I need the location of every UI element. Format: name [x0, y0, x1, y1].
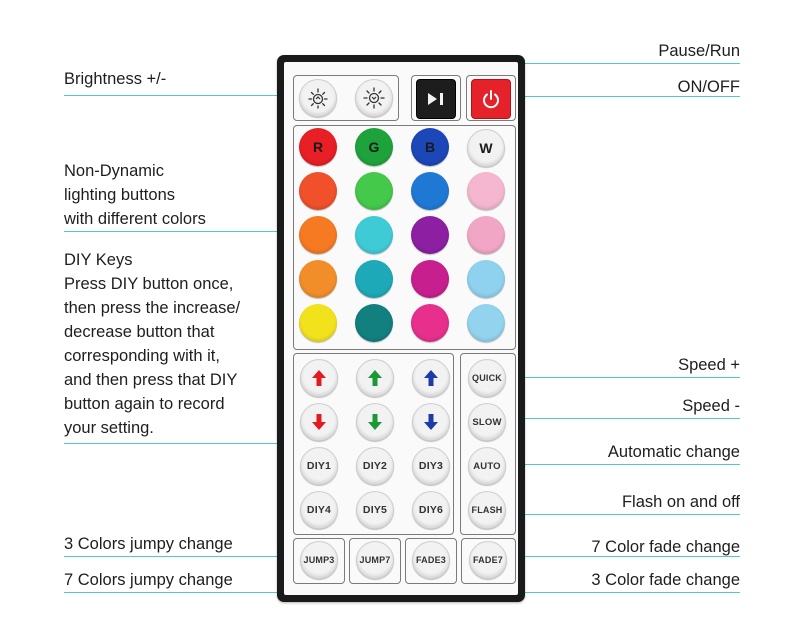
- label-7-colors-jumpy: 7 Colors jumpy change: [64, 571, 233, 589]
- label-brightness: Brightness +/-: [64, 70, 167, 88]
- sun-down-icon: [363, 87, 385, 109]
- jump3-button[interactable]: JUMP3: [300, 541, 338, 579]
- label-3-colors-jumpy: 3 Colors jumpy change: [64, 535, 233, 553]
- speed-mode-group: [460, 353, 516, 535]
- fade3-button[interactable]: FADE3: [412, 541, 450, 579]
- diy2-button[interactable]: DIY2: [356, 447, 394, 485]
- leader-flash: [505, 514, 740, 515]
- label-non-dynamic: Non-Dynamic lighting buttons with differ…: [64, 162, 206, 228]
- brightness-up-button[interactable]: [299, 79, 337, 117]
- leader-on-off: [505, 96, 740, 97]
- red-button[interactable]: R: [299, 128, 337, 166]
- label-3-color-fade: 3 Color fade change: [591, 571, 740, 589]
- green-up-button[interactable]: [356, 359, 394, 397]
- label-flash: Flash on and off: [621, 493, 740, 511]
- arrow-up-icon: [312, 370, 326, 386]
- color-button-2-3[interactable]: [411, 172, 449, 210]
- diy5-button[interactable]: DIY5: [356, 491, 394, 529]
- pause-group: [411, 75, 461, 121]
- fade7-button[interactable]: FADE7: [469, 541, 507, 579]
- color-button-5-1[interactable]: [299, 304, 337, 342]
- color-button-2-2[interactable]: [355, 172, 393, 210]
- label-speed-plus: Speed +: [678, 356, 740, 374]
- fade3-group: [405, 538, 457, 584]
- diy1-button[interactable]: DIY1: [300, 447, 338, 485]
- label-pause-run: Pause/Run: [658, 42, 740, 60]
- color-button-4-2[interactable]: [355, 260, 393, 298]
- red-up-button[interactable]: [300, 359, 338, 397]
- quick-button[interactable]: QUICK: [468, 359, 506, 397]
- leader-non-dynamic: [64, 231, 296, 232]
- fade7-group: [461, 538, 516, 584]
- color-buttons-group: [293, 125, 516, 350]
- diy-group: [293, 353, 454, 535]
- leader-speed-minus: [505, 418, 740, 419]
- color-button-4-3[interactable]: [411, 260, 449, 298]
- leader-brightness: [64, 95, 296, 96]
- sun-up-icon: [308, 88, 328, 109]
- remote-face: R G B W: [284, 62, 518, 595]
- leader-automatic-change: [505, 464, 740, 465]
- jump3-group: [293, 538, 345, 584]
- power-button[interactable]: [471, 79, 511, 119]
- blue-down-button[interactable]: [412, 403, 450, 441]
- label-on-off: ON/OFF: [677, 78, 740, 96]
- color-button-3-2[interactable]: [355, 216, 393, 254]
- green-down-button[interactable]: [356, 403, 394, 441]
- label-automatic-change: Automatic change: [607, 443, 740, 461]
- auto-button[interactable]: AUTO: [468, 447, 506, 485]
- blue-button[interactable]: B: [411, 128, 449, 166]
- play-pause-icon: [428, 93, 443, 105]
- leader-diy-keys: [64, 443, 296, 444]
- red-down-button[interactable]: [300, 403, 338, 441]
- diy6-button[interactable]: DIY6: [412, 491, 450, 529]
- color-button-5-2[interactable]: [355, 304, 393, 342]
- diy3-button[interactable]: DIY3: [412, 447, 450, 485]
- color-button-5-4[interactable]: [467, 304, 505, 342]
- color-button-4-4[interactable]: [467, 260, 505, 298]
- arrow-down-icon: [424, 414, 438, 430]
- arrow-up-icon: [424, 370, 438, 386]
- label-speed-minus: Speed -: [682, 397, 740, 415]
- flash-button[interactable]: FLASH: [468, 491, 506, 529]
- brightness-group: [293, 75, 399, 121]
- color-button-4-1[interactable]: [299, 260, 337, 298]
- jump7-group: [349, 538, 401, 584]
- arrow-down-icon: [312, 414, 326, 430]
- brightness-down-button[interactable]: [355, 79, 393, 117]
- color-button-2-1[interactable]: [299, 172, 337, 210]
- remote-control: R G B W: [277, 55, 525, 602]
- power-group: [466, 75, 516, 121]
- slow-button[interactable]: SLOW: [468, 403, 506, 441]
- label-7-color-fade: 7 Color fade change: [591, 538, 740, 556]
- leader-speed-plus: [505, 377, 740, 378]
- blue-up-button[interactable]: [412, 359, 450, 397]
- jump7-button[interactable]: JUMP7: [356, 541, 394, 579]
- power-icon: [483, 90, 499, 109]
- color-button-5-3[interactable]: [411, 304, 449, 342]
- leader-pause-run: [430, 63, 740, 64]
- arrow-down-icon: [368, 414, 382, 430]
- color-button-3-3[interactable]: [411, 216, 449, 254]
- color-button-2-4[interactable]: [467, 172, 505, 210]
- pause-run-button[interactable]: [416, 79, 456, 119]
- color-button-3-4[interactable]: [467, 216, 505, 254]
- white-button[interactable]: W: [467, 129, 505, 167]
- color-button-3-1[interactable]: [299, 216, 337, 254]
- leader-3-colors-jumpy: [64, 556, 296, 557]
- label-diy-keys: DIY Keys Press DIY button once, then pre…: [64, 251, 241, 437]
- leader-7-colors-jumpy: [64, 592, 376, 593]
- leader-3-color-fade: [430, 592, 740, 593]
- green-button[interactable]: G: [355, 128, 393, 166]
- arrow-up-icon: [368, 370, 382, 386]
- leader-7-color-fade: [505, 556, 740, 557]
- diy4-button[interactable]: DIY4: [300, 491, 338, 529]
